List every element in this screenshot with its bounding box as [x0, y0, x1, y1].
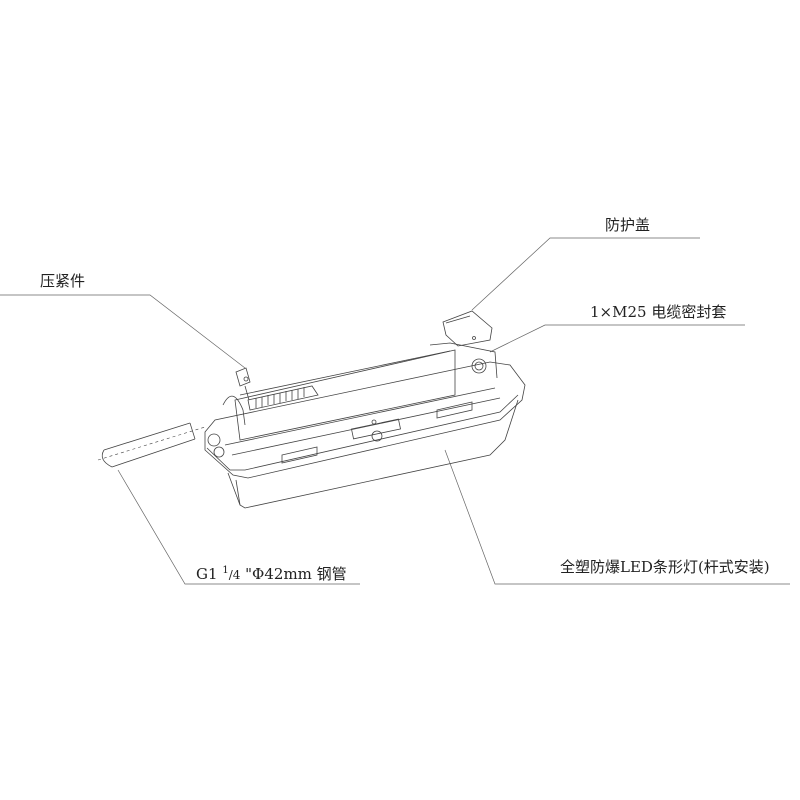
pipe-frac-den: /4: [228, 568, 241, 582]
steel-pipe: [97, 422, 206, 468]
pipe-frac-num: 1: [222, 565, 229, 576]
leader-lines: [0, 237, 790, 585]
pipe-size: "Φ42mm 钢管: [245, 565, 347, 583]
cable-gland: [471, 358, 487, 374]
leader-clamp: [0, 294, 246, 369]
leader-pipe: [117, 469, 360, 585]
lock-screw: [371, 430, 383, 442]
ribbed-section: [247, 385, 319, 411]
leader-lamp: [444, 449, 790, 585]
label-clamp: 压紧件: [40, 272, 86, 290]
leader-cover: [471, 237, 700, 311]
clamp-part: [235, 367, 251, 401]
label-steel-pipe: G1 1/4 "Φ42mm 钢管: [196, 562, 347, 584]
label-cable-gland: 1×M25 电缆密封套: [590, 303, 727, 321]
lamp-body: [204, 342, 526, 509]
pipe-thread: G1: [196, 565, 218, 583]
label-protective-cover: 防护盖: [605, 216, 651, 234]
protective-cover-part: [442, 310, 493, 347]
label-lamp: 全塑防爆LED条形灯(杆式安装): [560, 558, 770, 576]
leader-gland: [489, 324, 745, 353]
